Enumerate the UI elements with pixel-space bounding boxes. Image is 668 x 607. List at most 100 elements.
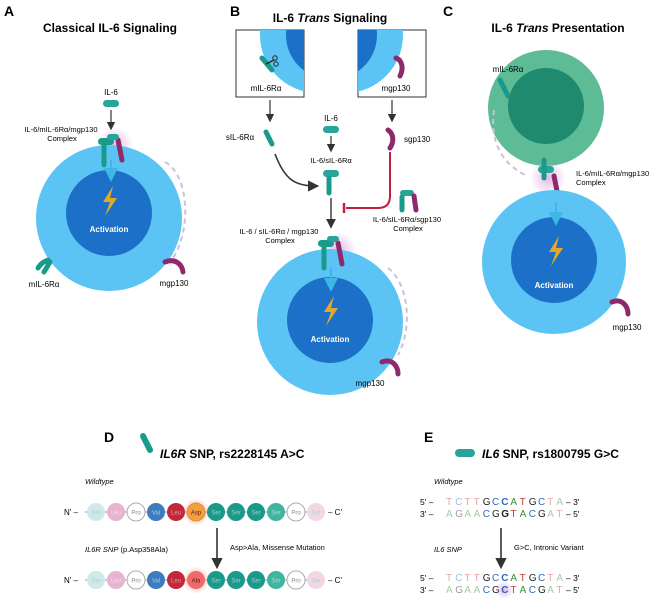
e-end5-bottom-m: – 5': [566, 585, 580, 595]
dna-base: A: [464, 509, 471, 520]
residue-label: Ser: [231, 511, 240, 517]
residue-ser: [247, 503, 265, 521]
dna-base: T: [556, 585, 562, 596]
panel-c-activation: Activation: [535, 281, 574, 290]
mgp130-receptor-b: [379, 358, 401, 377]
dna-base: C: [501, 573, 508, 584]
dna-base: T: [510, 585, 516, 596]
mutant-italic: IL6R SNP: [85, 545, 118, 554]
residue-label: Ser: [311, 579, 320, 585]
residue-ser: [227, 571, 245, 589]
dna-base: T: [520, 573, 526, 584]
dna-base: G: [455, 509, 463, 520]
dna-base: G: [483, 573, 491, 584]
residue-label: Pro: [291, 511, 301, 517]
dna-base: A: [520, 585, 527, 596]
residue-ala: [187, 571, 205, 589]
dna-base: T: [464, 573, 470, 584]
panel-b-title: IL-6 Trans Signaling: [273, 11, 387, 25]
residue-ser: [207, 571, 225, 589]
mut-dna-bottom: AGAACGCTACGAT: [446, 581, 563, 599]
binary-complex-icon: [323, 170, 339, 196]
d-title-italic: IL6R: [160, 447, 186, 461]
residue-label: Ala: [192, 579, 201, 585]
residue-ser: [307, 571, 325, 589]
c-title-post: Presentation: [549, 21, 625, 35]
dna-base: G: [538, 585, 546, 596]
dna-base: C: [501, 497, 508, 508]
dna-base: A: [474, 509, 481, 520]
ligand-label-b: IL-6: [324, 114, 338, 123]
residue-label: Ser: [311, 511, 320, 517]
residue-pro: [286, 502, 306, 522]
residue-label: Ser: [211, 579, 220, 585]
c-title-pre: IL-6: [491, 21, 516, 35]
dna-base: G: [501, 509, 509, 520]
panel-a-complex-label: IL-6/mIL-6Rα/mgp130 Complex: [24, 125, 99, 143]
panel-c-letter: C: [443, 3, 453, 19]
residue-label: Pro: [291, 579, 301, 585]
dna-base: G: [492, 509, 500, 520]
dna-base: G: [529, 573, 537, 584]
residue-pro: [126, 502, 146, 522]
residue-label: Ser: [251, 579, 260, 585]
inhibitor-line2: Complex: [393, 224, 423, 233]
panel-b: B IL-6 Trans Signaling mIL-6Rα mgp130: [226, 3, 441, 395]
dna-base: G: [529, 497, 537, 508]
d-title-rest: SNP, rs2228145 A>C: [186, 447, 305, 461]
c-term-top: – C': [328, 508, 342, 517]
il6-ligand-b: [323, 126, 339, 133]
residue-label: Ser: [91, 511, 100, 517]
title-italic: Trans: [297, 11, 330, 25]
c-complex-line1: IL-6/mIL-6Rα/mgp130: [576, 169, 649, 178]
panel-a-title: Classical IL-6 Signaling: [43, 21, 177, 35]
e-end3-top-m: – 3': [566, 573, 580, 583]
dna-base: T: [520, 497, 526, 508]
e-five-top: 5' –: [420, 497, 434, 507]
panel-c-receptor-top: mIL-6Rα: [493, 65, 524, 74]
residue-leu: [167, 503, 185, 521]
dna-base: C: [538, 573, 545, 584]
residue-label: Ser: [271, 579, 280, 585]
residue-leu: [107, 571, 125, 589]
dna-base: C: [529, 509, 536, 520]
panel-a-receptor-right: mgp130: [160, 279, 189, 288]
dna-base: C: [529, 585, 536, 596]
n-term-bottom: N' –: [64, 576, 79, 585]
residue-ser: [227, 503, 245, 521]
panel-b-receptor-right: mgp130: [356, 379, 385, 388]
residue-ser: [247, 571, 265, 589]
residue-val: [147, 571, 165, 589]
dna-base: A: [510, 573, 517, 584]
complex-line2: Complex: [47, 134, 77, 143]
wildtype-label: Wildtype: [85, 477, 114, 486]
dna-base: T: [556, 509, 562, 520]
dna-base: A: [556, 573, 563, 584]
panel-e-letter: E: [424, 429, 433, 445]
dna-base: A: [474, 585, 481, 596]
dna-base: A: [446, 509, 453, 520]
residue-label: Val: [152, 579, 160, 585]
mil6ra-receptor: [35, 257, 53, 275]
dna-base: C: [492, 497, 499, 508]
sil6ra-icon: [263, 129, 275, 147]
residue-ser: [87, 571, 105, 589]
residue-label: Ser: [91, 579, 100, 585]
il6r-icon: [140, 433, 153, 453]
residue-val: [147, 503, 165, 521]
cell-nucleus: [66, 170, 152, 256]
e-mutant-label: IL6 SNP: [434, 545, 462, 554]
dna-base: A: [520, 509, 527, 520]
box-right-label: mgp130: [382, 84, 411, 93]
panel-a-ligand-label: IL-6: [104, 88, 118, 97]
panel-a-letter: A: [4, 3, 14, 19]
residue-ser: [267, 503, 285, 521]
dna-base: C: [538, 497, 545, 508]
e-end5-bottom: – 5': [566, 509, 580, 519]
dna-base: A: [556, 497, 563, 508]
panel-b-complex-label: IL-6 / sIL-6Rα / mgp130 Complex: [239, 227, 320, 245]
dna-base: A: [547, 585, 554, 596]
inhibitor-complex-icon: [399, 190, 419, 213]
mgp130-cleaved: [393, 55, 405, 79]
